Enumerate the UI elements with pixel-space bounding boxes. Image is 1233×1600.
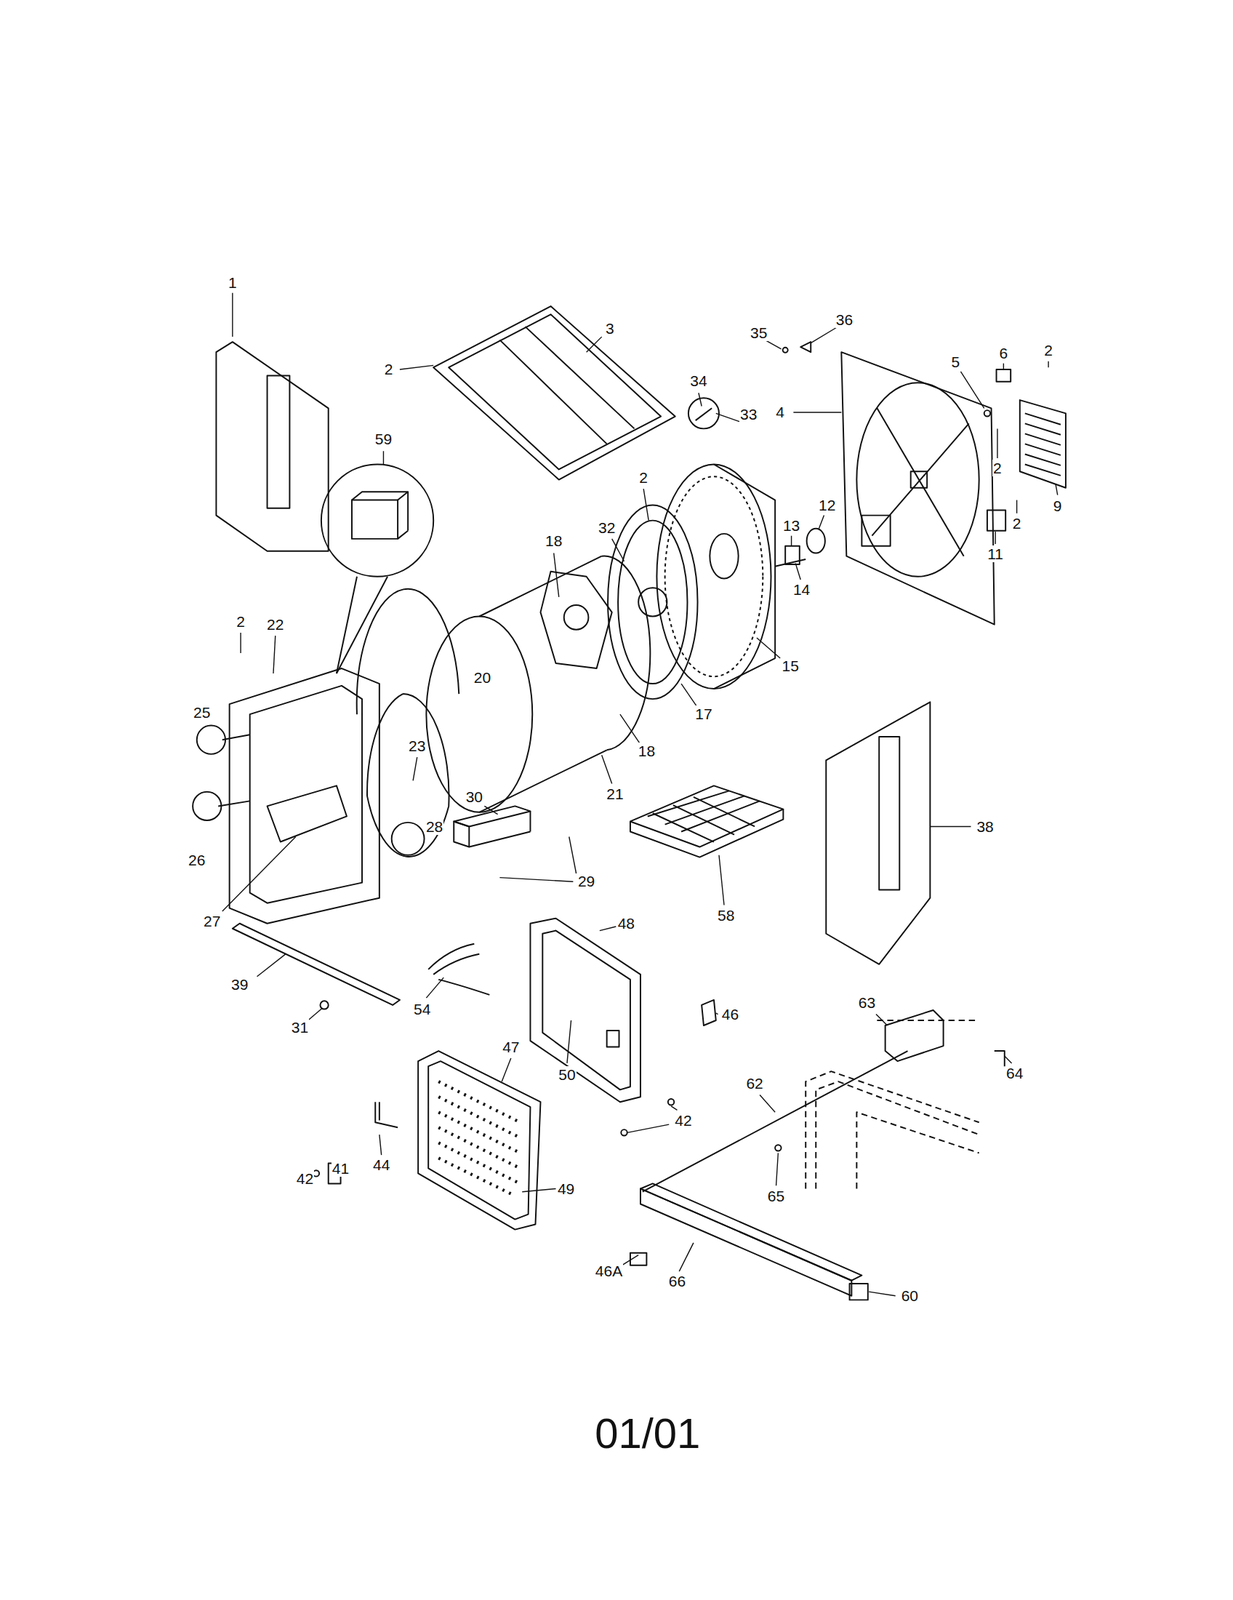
callout-number: 66 — [668, 1272, 687, 1289]
callout-number: 5 — [950, 353, 962, 371]
callout-number: 15 — [780, 657, 799, 674]
callout-number: 59 — [374, 430, 393, 448]
callout-number: 13 — [782, 516, 801, 534]
callout-number: 62 — [745, 1074, 764, 1092]
callout-number: 64 — [1005, 1064, 1024, 1082]
callout-number: 29 — [577, 872, 596, 890]
callout-number: 2 — [1011, 514, 1023, 532]
callout-number: 27 — [202, 912, 222, 930]
callout-number: 2 — [992, 459, 1003, 477]
callout-number: 58 — [716, 906, 736, 924]
callout-number: 42 — [673, 1111, 693, 1129]
callout-number: 35 — [749, 324, 768, 341]
callout-number: 49 — [556, 1179, 576, 1197]
callout-number: 6 — [998, 344, 1010, 362]
callout-number: 22 — [266, 615, 285, 633]
callout-number: 39 — [230, 975, 249, 993]
callout-number: 30 — [465, 788, 484, 805]
callout-number: 23 — [407, 737, 427, 754]
callout-number: 25 — [192, 703, 211, 721]
callout-number: 63 — [857, 993, 877, 1011]
callout-number: 31 — [290, 1018, 309, 1036]
callout-number: 26 — [187, 851, 206, 869]
callout-number: 47 — [501, 1038, 520, 1055]
callout-number: 2 — [383, 360, 395, 378]
callout-number: 1 — [227, 274, 238, 291]
callout-number: 32 — [597, 519, 616, 536]
callout-number: 46A — [594, 1262, 624, 1279]
callout-number: 38 — [975, 817, 994, 835]
callout-number: 20 — [473, 668, 492, 686]
callout-number: 2 — [638, 468, 649, 486]
callout-number: 60 — [900, 1286, 919, 1304]
callout-number: 2 — [1043, 341, 1054, 359]
callout-number: 44 — [372, 1155, 391, 1173]
callout-number: 9 — [1052, 497, 1063, 514]
callout-number: 48 — [617, 914, 636, 932]
callout-number: 46 — [721, 1005, 740, 1023]
callout-number: 18 — [544, 532, 563, 549]
callout-number: 14 — [792, 580, 811, 598]
callout-number: 54 — [412, 1000, 432, 1018]
callout-number: 11 — [986, 545, 1004, 562]
callout-number: 42 — [295, 1169, 315, 1187]
callout-number: 3 — [604, 319, 616, 337]
callout-number: 2 — [235, 612, 246, 630]
callout-number: 17 — [694, 705, 713, 722]
callout-number: 28 — [425, 817, 444, 835]
callout-number: 21 — [605, 785, 624, 802]
callout-number: 12 — [817, 496, 837, 514]
callout-number: 33 — [739, 405, 758, 423]
callout-number: 65 — [766, 1187, 786, 1204]
page-caption: 01/01 — [594, 1409, 701, 1457]
callout-number: 18 — [637, 742, 656, 759]
callout-number: 34 — [689, 372, 708, 389]
callout-number: 4 — [774, 403, 786, 421]
callout-number: 50 — [557, 1065, 576, 1083]
callout-number: 41 — [331, 1159, 350, 1177]
callout-number: 36 — [835, 311, 854, 328]
